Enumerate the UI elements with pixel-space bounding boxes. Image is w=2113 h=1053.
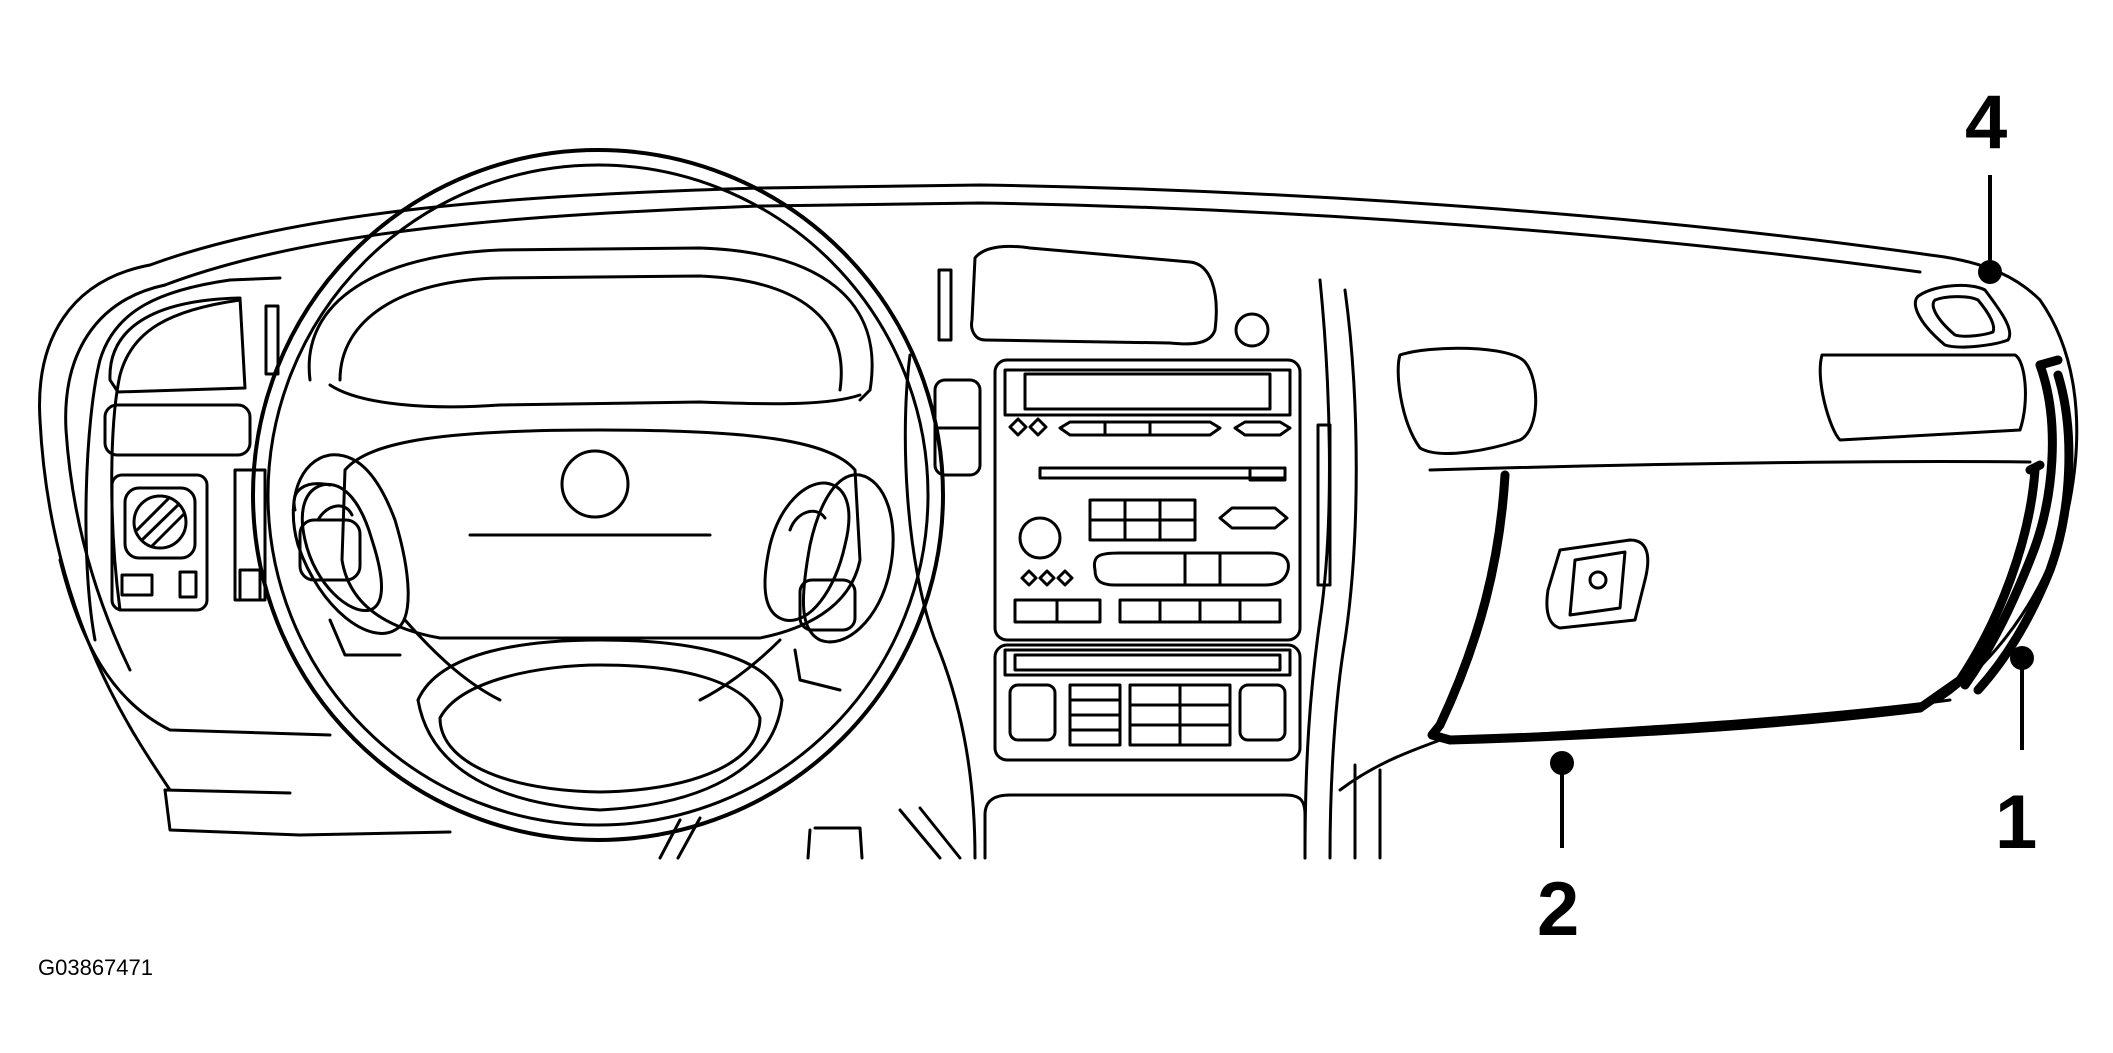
callout-1: 1 xyxy=(1995,646,2037,865)
callout-label-4: 4 xyxy=(1965,80,2007,165)
glove-box-lower-trim-outline xyxy=(1427,470,1925,745)
callout-4: 4 xyxy=(1965,80,2007,284)
steering-column-lower xyxy=(658,806,962,860)
dashboard-outline xyxy=(38,183,2079,860)
passenger-side-end-panel-trim-outline xyxy=(1915,465,2040,713)
figure-id: G03867471 xyxy=(38,955,153,980)
center-stack xyxy=(903,244,1358,860)
callout-2: 2 xyxy=(1537,751,1579,952)
callout-label-1: 1 xyxy=(1995,780,2037,865)
passenger-upper-vent-outline xyxy=(1913,284,2012,349)
callout-label-2: 2 xyxy=(1537,867,1579,952)
steering-wheel xyxy=(251,148,945,842)
passenger-side xyxy=(1396,284,2074,745)
left-switch-panel xyxy=(84,276,282,642)
